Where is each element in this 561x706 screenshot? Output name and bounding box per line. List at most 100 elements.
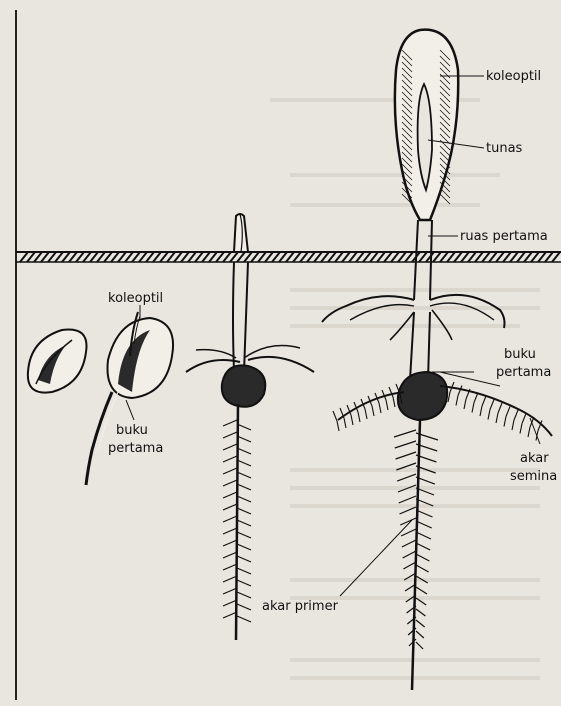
soil-hatch-stroke [377,252,385,262]
lateral-root [237,580,251,586]
label-buku-right-2: pertama [496,365,551,380]
seminal-root-hair [464,399,466,409]
label-tunas: tunas [486,141,523,156]
soil-hatch-stroke [342,252,350,262]
label-koleoptil-left: koleoptil [108,291,163,306]
seminal-root-hair [514,410,518,420]
lateral-root [237,472,251,478]
soil-hatch-stroke [517,252,525,262]
lateral-root [237,604,251,610]
lateral-root [223,468,237,474]
soil-hatch-stroke [160,252,168,262]
lateral-root [237,556,251,562]
soil-hatch-stroke [398,252,406,262]
soil-surface [16,252,561,262]
label-ruas-pertama: ruas pertama [460,229,548,244]
soil-hatch-stroke [97,252,105,262]
soil-hatch-stroke [384,252,392,262]
seminal-root-hair [393,397,395,407]
seminal-root-hair [496,413,498,423]
soil-hatch-stroke [153,252,161,262]
soil-hatch-stroke [447,252,455,262]
lateral-root [237,520,251,526]
soil-hatch-stroke [370,252,378,262]
lateral-root [223,492,237,498]
soil-hatch-stroke [363,252,371,262]
soil-hatch-stroke [293,252,301,262]
soil-hatch-stroke [216,252,224,262]
soil-hatch-stroke [510,252,518,262]
seminal-root-hair [504,417,506,427]
soil-hatch-stroke [244,252,252,262]
soil-hatch-stroke [76,252,84,262]
soil-hatch-stroke [34,252,42,262]
seed-stage-2 [86,312,173,485]
lateral-root [416,642,423,649]
lateral-root [237,544,251,550]
seminal-root-hair [506,407,510,417]
soil-hatch-stroke [69,252,77,262]
seminal-root-hair [458,386,462,396]
soil-hatch-stroke [251,252,259,262]
soil-hatch-stroke [174,252,182,262]
lateral-root [394,430,416,437]
soil-hatch-stroke [265,252,273,262]
soil-hatch-stroke [104,252,112,262]
lateral-root [402,540,416,547]
lateral-root [237,592,251,598]
lateral-root [400,507,417,514]
soil-hatch-stroke [328,252,336,262]
lateral-root [403,551,416,558]
soil-hatch-stroke [272,252,280,262]
soil-hatch-stroke [230,252,238,262]
soil-hatch-stroke [475,252,483,262]
seminal-root-hair [488,410,490,420]
seminal-root-hair [337,421,339,431]
lateral-root [416,620,425,627]
seminal-root-hair [358,412,360,422]
soil-hatch-stroke [55,252,63,262]
soil-hatch-stroke [132,252,140,262]
soil-hatch-stroke [489,252,497,262]
lateral-root [223,516,237,522]
soil-hatch-stroke [496,252,504,262]
seed-stage-1 [28,329,87,392]
lateral-root [223,588,237,594]
lateral-root [416,565,429,572]
soil-hatch-stroke [209,252,217,262]
seedling-stage-3 [186,214,314,640]
lateral-root [416,554,429,561]
lateral-root [223,576,237,582]
soil-hatch-stroke [223,252,231,262]
lateral-root [237,484,251,490]
soil-hatch-stroke [405,252,413,262]
seminal-root-hair [528,427,530,437]
soil-hatch-stroke [62,252,70,262]
lateral-root [223,540,237,546]
soil-hatch-stroke [545,252,553,262]
seminal-root-hair [333,411,337,421]
label-buku-right-1: buku [504,347,536,362]
lateral-root [416,609,425,616]
lateral-root [401,529,416,536]
soil-hatch-stroke [468,252,476,262]
lateral-root [416,532,431,539]
lateral-root [223,600,237,606]
soil-hatch-stroke [286,252,294,262]
lateral-root [416,631,424,638]
soil-hatch-stroke [335,252,343,262]
soil-hatch-stroke [538,252,546,262]
lateral-root [416,521,432,528]
seminal-root-hair [490,400,494,410]
soil-hatch-stroke [20,252,28,262]
soil-hatch-stroke [307,252,315,262]
seminal-root-hair [456,396,458,406]
label-akar-primer: akar primer [262,599,339,614]
soil-hatch-stroke [321,252,329,262]
lateral-root [416,543,430,550]
soil-hatch-stroke [531,252,539,262]
lateral-root [223,432,237,438]
label-akar-seminal-2: semina [510,469,557,484]
soil-hatch-stroke [125,252,133,262]
soil-hatch-stroke [279,252,287,262]
